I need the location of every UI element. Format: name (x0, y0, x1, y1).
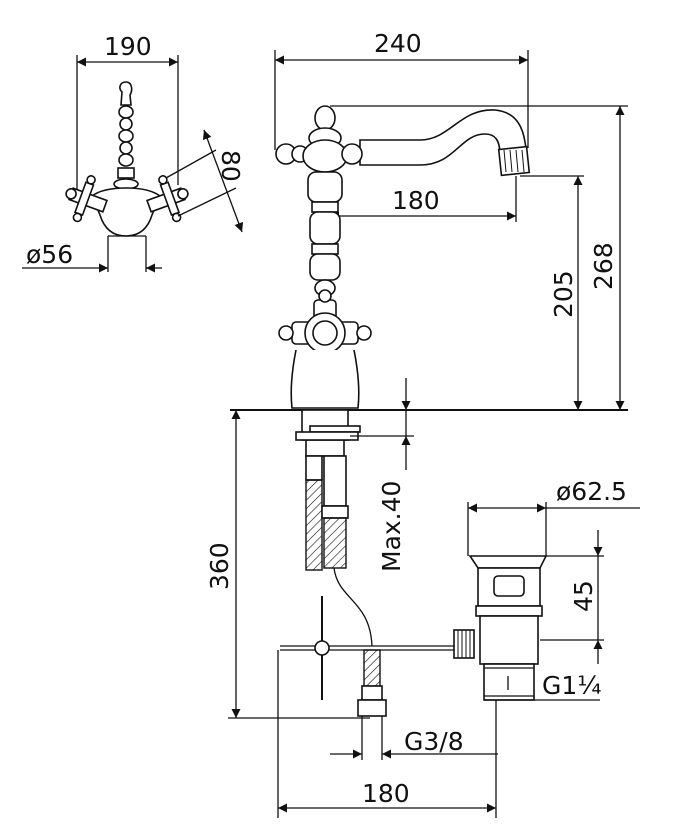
dim-hose-thread: G3/8 (404, 727, 464, 756)
dim-total-height: 268 (589, 242, 618, 290)
dim-spout-inner: 180 (392, 186, 440, 215)
dim-rod-length: 180 (362, 779, 410, 808)
under-counter: Max.40 360 G3/8 180 (205, 378, 498, 818)
dim-spout-height: 205 (549, 270, 578, 318)
dim-shank-length: 360 (205, 542, 234, 590)
dim-top-width: 190 (104, 32, 152, 61)
dim-base-diameter: ø56 (26, 240, 73, 269)
top-view: 190 80 (22, 32, 245, 273)
side-view: 240 268 205 180 (230, 29, 628, 411)
dim-waste-thread: G1¼ (542, 671, 602, 700)
dim-waste-height: 45 (569, 580, 598, 612)
dim-max-thickness: Max.40 (377, 481, 406, 572)
dim-spout-reach: 240 (374, 29, 422, 58)
pop-up-waste: ø62.5 45 G1¼ (453, 477, 640, 701)
dim-waste-diameter: ø62.5 (556, 477, 627, 506)
dim-handle-angle: 80 (216, 150, 245, 182)
